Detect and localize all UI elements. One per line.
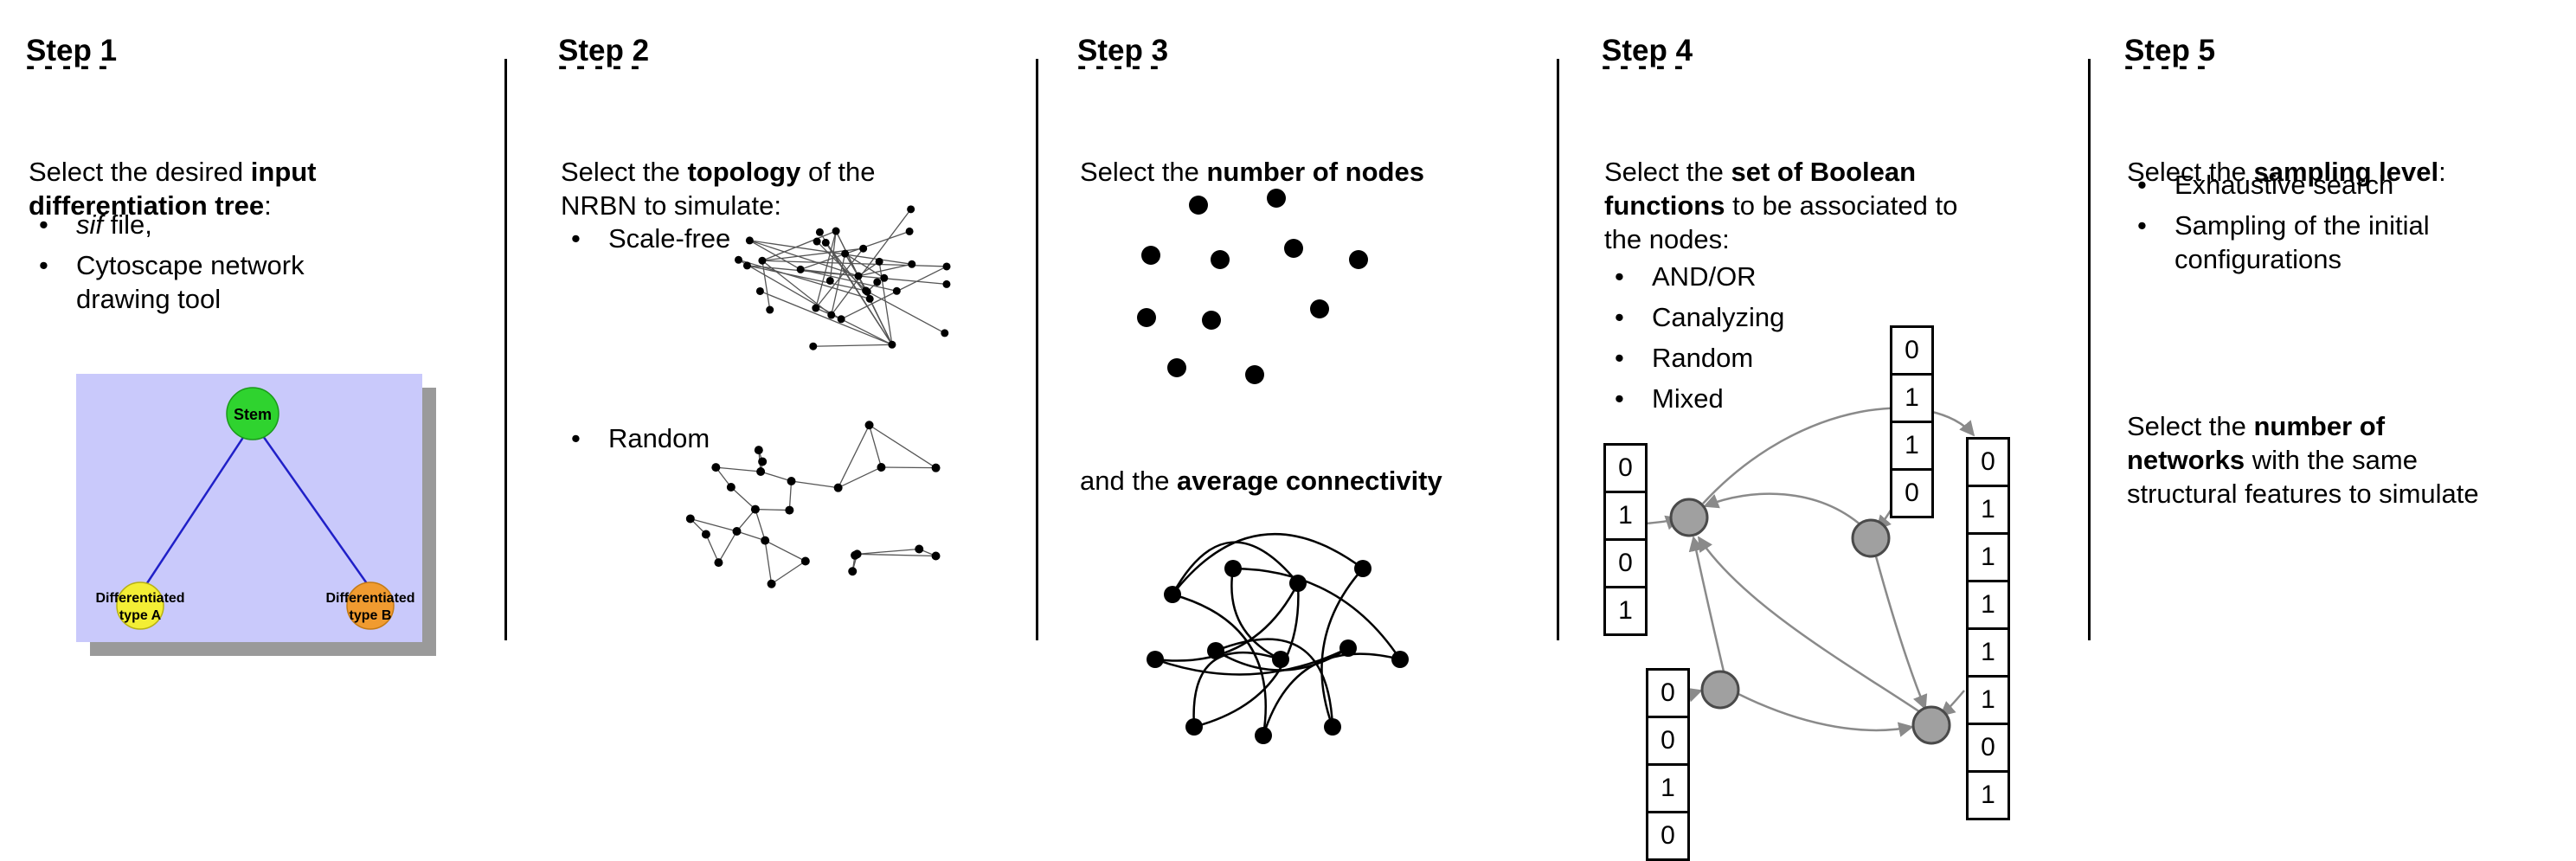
stem-node: [226, 387, 279, 440]
type-a-label-line1: Differentiated: [95, 591, 184, 606]
table-cell: 1: [1966, 675, 2010, 725]
table-cell: 1: [1966, 770, 2010, 820]
differentiated-type-b-node: [346, 581, 395, 630]
step-3-intro: Select the number of nodes: [1080, 157, 1424, 187]
step-1-column: Step 1 - - - - - Select the desired inpu…: [26, 0, 498, 851]
step-4-dashes: - - - - -: [1602, 50, 1685, 80]
table-cell: 1: [1966, 627, 2010, 678]
table-cell: 0: [1890, 325, 1934, 376]
table-cell: 0: [1603, 443, 1648, 493]
type-a-label-line2: type A: [119, 608, 162, 623]
bullet-mixed: Mixed: [1604, 382, 1950, 415]
differentiated-type-a-node: [116, 581, 164, 630]
table-cell: 0: [1646, 811, 1690, 861]
step-5-title: Step 5: [2124, 34, 2216, 68]
step-2-dashes: - - - - -: [558, 50, 641, 80]
bullet-exhaustive: Exhaustive search: [2127, 168, 2516, 202]
bullet-canalyzing: Canalyzing: [1604, 300, 1950, 334]
bullet-and-or: AND/OR: [1604, 260, 1950, 293]
column-divider-2: [1036, 59, 1038, 640]
step-4-title: Step 4: [1602, 34, 1693, 68]
step-5-column: Step 5 - - - - - Select the sampling lev…: [2124, 0, 2574, 851]
table-cell: 1: [1646, 763, 1690, 813]
boolean-table-bottom: 0 0 1 0: [1646, 668, 1690, 861]
step-5-bullet-list: Exhaustive search Sampling of the initia…: [2127, 168, 2516, 283]
step-4-column: Step 4 - - - - - Select the set of Boole…: [1602, 0, 2078, 851]
table-cell: 1: [1966, 485, 2010, 535]
network-arrows: [1645, 407, 1975, 737]
boolean-table-top: 0 1 1 0: [1890, 325, 1934, 518]
connectivity-network-figure: [1147, 533, 1409, 744]
table-cell: 0: [1966, 723, 2010, 773]
boolean-network-figure: [1645, 407, 1975, 745]
table-cell: 1: [1603, 491, 1648, 541]
network-node-2: [1851, 518, 1891, 558]
step-5-dashes: - - - - -: [2124, 50, 2207, 80]
differentiation-tree-figure: Stem Differentiated type A Differentiate…: [76, 374, 446, 666]
bullet-scale-free: Scale-free: [561, 222, 820, 255]
table-cell: 0: [1646, 716, 1690, 766]
network-node-3: [1700, 670, 1740, 710]
bullet-sampling: Sampling of the initial configurations: [2127, 209, 2516, 276]
table-cell: 0: [1890, 468, 1934, 518]
bullet-cytoscape: Cytoscape network drawing tool: [29, 248, 370, 316]
stem-label: Stem: [234, 406, 272, 423]
step-1-title: Step 1: [26, 34, 118, 68]
tree-edge-left: [142, 435, 246, 589]
table-cell: 1: [1890, 421, 1934, 471]
step-2-bullet-list: Scale-free Random: [561, 222, 820, 462]
step-2-title: Step 2: [558, 34, 650, 68]
random-network-figure: [685, 421, 941, 588]
type-b-label-line2: type B: [350, 608, 392, 623]
nodes-scatter-figure: [1137, 189, 1368, 384]
table-cell: 1: [1603, 586, 1648, 636]
network-node-4: [1911, 705, 1951, 745]
column-divider-4: [2088, 59, 2091, 640]
type-b-label-line1: Differentiated: [325, 591, 414, 606]
table-cell: 0: [1646, 668, 1690, 718]
scale-free-network-figure: [734, 205, 951, 350]
column-divider-3: [1557, 59, 1559, 640]
step-4-bullet-list: AND/OR Canalyzing Random Mixed: [1604, 260, 1950, 422]
bullet-random-fn: Random: [1604, 341, 1950, 375]
bullet-sif-file: sif file,: [29, 208, 375, 241]
step-3-dashes: - - - - -: [1077, 50, 1160, 80]
step-4-intro: Select the set of Boolean functions to b…: [1604, 157, 1958, 254]
table-cell: 1: [1966, 532, 2010, 582]
boolean-table-left: 0 1 0 1: [1603, 443, 1648, 636]
step-3-column: Step 3 - - - - - Select the number of no…: [1077, 0, 1549, 851]
step-2-column: Step 2 - - - - - Select the topology of …: [558, 0, 1030, 851]
step-3-title: Step 3: [1077, 34, 1169, 68]
table-cell: 1: [1966, 580, 2010, 630]
step-3-connectivity-text: and the average connectivity: [1080, 466, 1442, 496]
step-5-networks-text: Select the number of networks with the s…: [2127, 411, 2479, 509]
step-2-intro: Select the topology of the NRBN to simul…: [561, 157, 876, 221]
table-cell: 0: [1966, 437, 2010, 487]
boolean-table-right: 0 1 1 1 1 1 0 1: [1966, 437, 2010, 820]
step-1-bullet-list: sif file, Cytoscape network drawing tool: [29, 208, 375, 323]
network-node-1: [1669, 498, 1709, 537]
bullet-random: Random: [561, 421, 820, 455]
step-1-dashes: - - - - -: [26, 50, 109, 80]
tree-edge-right: [261, 435, 372, 589]
column-divider-1: [504, 59, 507, 640]
table-cell: 1: [1890, 373, 1934, 423]
table-cell: 0: [1603, 538, 1648, 588]
